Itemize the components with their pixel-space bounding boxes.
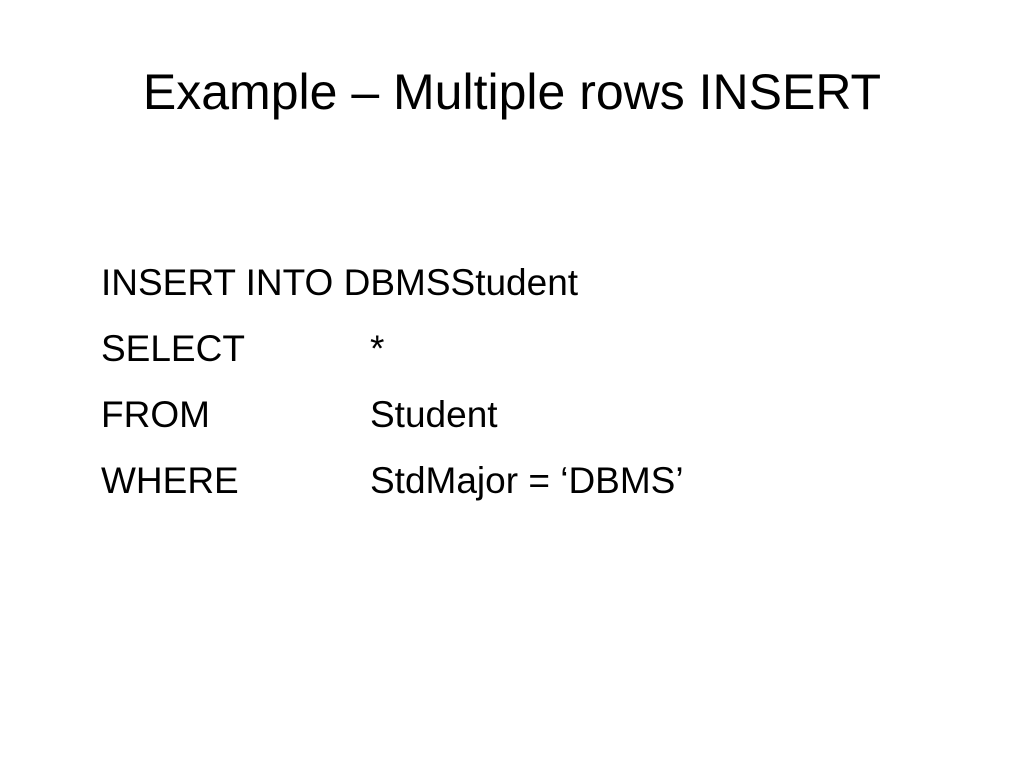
sql-keyword-select: SELECT (101, 328, 245, 369)
sql-code-block: INSERT INTO DBMSStudent SELECT * FROM Stud… (101, 250, 921, 514)
sql-where-clause: StdMajor = ‘DBMS’ (370, 460, 684, 501)
sql-insert-statement: INSERT INTO DBMSStudent (101, 262, 579, 303)
slide-title: Example – Multiple rows INSERT (142, 64, 882, 120)
sql-from-clause: Student (370, 394, 498, 435)
sql-select-line: SELECT * (101, 316, 921, 382)
sql-keyword-from: FROM (101, 394, 210, 435)
sql-select-clause: * (370, 328, 385, 369)
sql-keyword-where: WHERE (101, 460, 239, 501)
sql-insert-line: INSERT INTO DBMSStudent (101, 250, 921, 316)
sql-where-line: WHERE StdMajor = ‘DBMS’ (101, 448, 921, 514)
sql-from-line: FROM Student (101, 382, 921, 448)
